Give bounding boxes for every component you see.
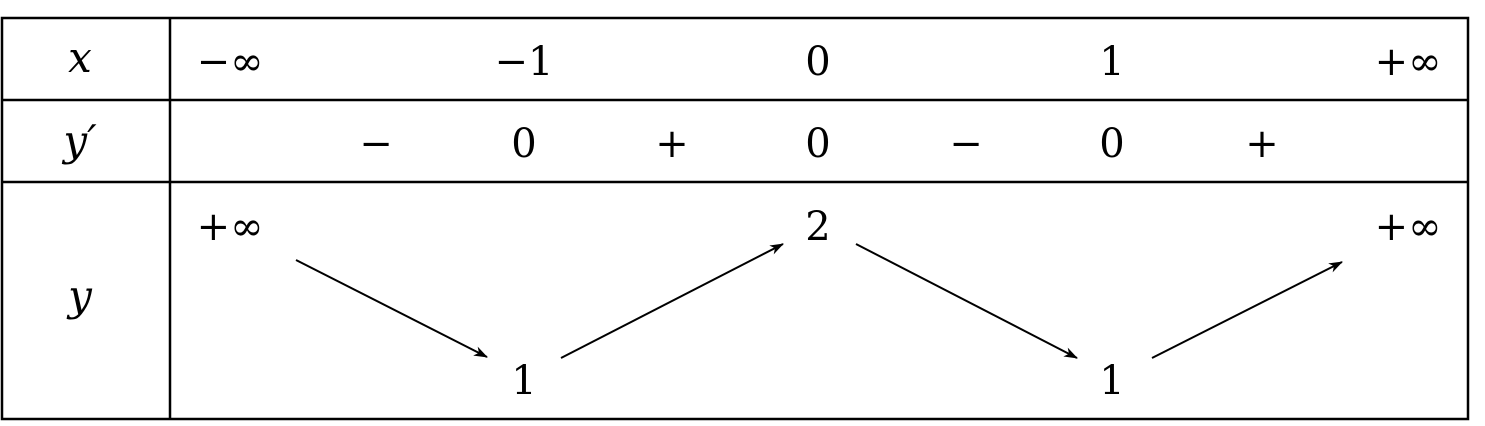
row-label-y-prime: y′ [61, 116, 97, 165]
x-value-neg-infinity: −∞ [197, 39, 264, 85]
x-value-zero: 0 [805, 39, 830, 85]
y-prime-zero-1: 0 [511, 121, 536, 167]
y-prime-zero-2: 0 [805, 121, 830, 167]
y-prime-sign-1: − [359, 121, 393, 167]
y-value-max: 2 [805, 204, 830, 250]
y-prime-zero-3: 0 [1099, 121, 1124, 167]
x-value-pos-infinity: +∞ [1375, 39, 1442, 85]
y-value-right-top: +∞ [1375, 204, 1442, 250]
y-value-left-top: +∞ [197, 204, 264, 250]
x-value-one: 1 [1099, 39, 1124, 85]
y-value-min-2: 1 [1099, 358, 1124, 404]
table-border [0, 16, 1470, 421]
y-prime-sign-4: + [1245, 121, 1279, 167]
arrow-increasing-2 [1151, 261, 1343, 359]
row-label-y: y [66, 271, 93, 320]
y-prime-sign-2: + [655, 121, 689, 167]
arrow-decreasing-1 [295, 259, 488, 358]
y-value-min-1: 1 [511, 358, 536, 404]
arrow-increasing-1 [560, 243, 784, 359]
row-label-x: x [68, 33, 92, 82]
x-value-neg-one: −1 [495, 39, 554, 85]
y-prime-sign-3: − [949, 121, 983, 167]
arrow-decreasing-2 [855, 243, 1078, 359]
